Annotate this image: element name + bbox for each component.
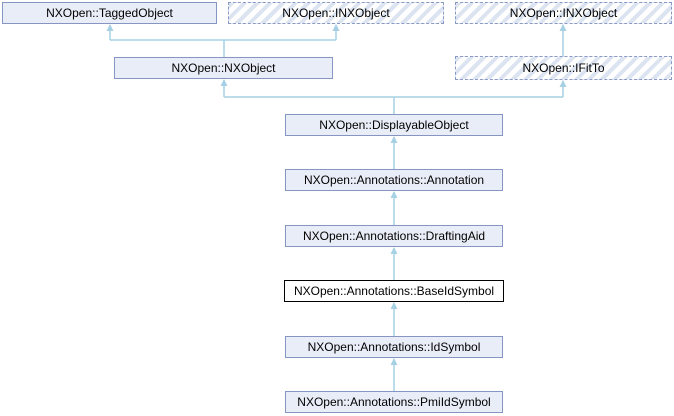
class-node-label: NXOpen::INXObject xyxy=(509,6,618,20)
arrowhead-icon xyxy=(390,302,398,309)
arrowhead-icon xyxy=(559,80,567,87)
arrowhead-icon xyxy=(390,136,398,143)
class-node-label: NXOpen::Annotations::IdSymbol xyxy=(307,340,481,354)
class-node-nxobject[interactable]: NXOpen::NXObject xyxy=(114,57,333,79)
class-node-label: NXOpen::Annotations::PmiIdSymbol xyxy=(297,395,491,409)
arrowhead-icon xyxy=(390,358,398,365)
arrowhead-icon xyxy=(559,24,567,31)
class-node-inxobject-left: NXOpen::INXObject xyxy=(228,2,444,24)
class-node-ifitto: NXOpen::IFitTo xyxy=(455,56,672,80)
class-node-label: NXOpen::NXObject xyxy=(171,61,276,75)
class-node-label: NXOpen::DisplayableObject xyxy=(319,118,469,132)
class-node-taggedobject[interactable]: NXOpen::TaggedObject xyxy=(2,2,217,24)
edge-displayableobject-to-nxobject-ifitto xyxy=(223,80,564,114)
class-node-baseidsymbol-current: NXOpen::Annotations::BaseIdSymbol xyxy=(284,280,504,302)
class-node-displayableobject[interactable]: NXOpen::DisplayableObject xyxy=(285,114,503,136)
arrowhead-icon xyxy=(332,24,340,31)
class-node-label: NXOpen::TaggedObject xyxy=(46,6,173,20)
class-node-label: NXOpen::Annotations::DraftingAid xyxy=(302,229,486,243)
class-node-draftingaid[interactable]: NXOpen::Annotations::DraftingAid xyxy=(285,225,503,247)
arrowhead-icon xyxy=(106,24,114,31)
edge-arrowheads xyxy=(106,24,567,365)
class-node-label: NXOpen::IFitTo xyxy=(522,61,605,75)
edge-nxobject-to-taggedobject-inxobject xyxy=(109,25,337,57)
arrowhead-icon xyxy=(390,191,398,198)
class-node-inxobject-right: NXOpen::INXObject xyxy=(455,2,672,24)
class-node-pmiidsymbol[interactable]: NXOpen::Annotations::PmiIdSymbol xyxy=(285,391,503,413)
class-node-annotation[interactable]: NXOpen::Annotations::Annotation xyxy=(285,169,503,191)
arrowhead-icon xyxy=(220,79,228,86)
arrowhead-icon xyxy=(390,247,398,254)
class-node-label: NXOpen::Annotations::BaseIdSymbol xyxy=(293,284,495,298)
class-node-label: NXOpen::Annotations::Annotation xyxy=(303,173,485,187)
class-node-label: NXOpen::INXObject xyxy=(282,6,390,20)
class-node-idsymbol[interactable]: NXOpen::Annotations::IdSymbol xyxy=(285,336,503,358)
